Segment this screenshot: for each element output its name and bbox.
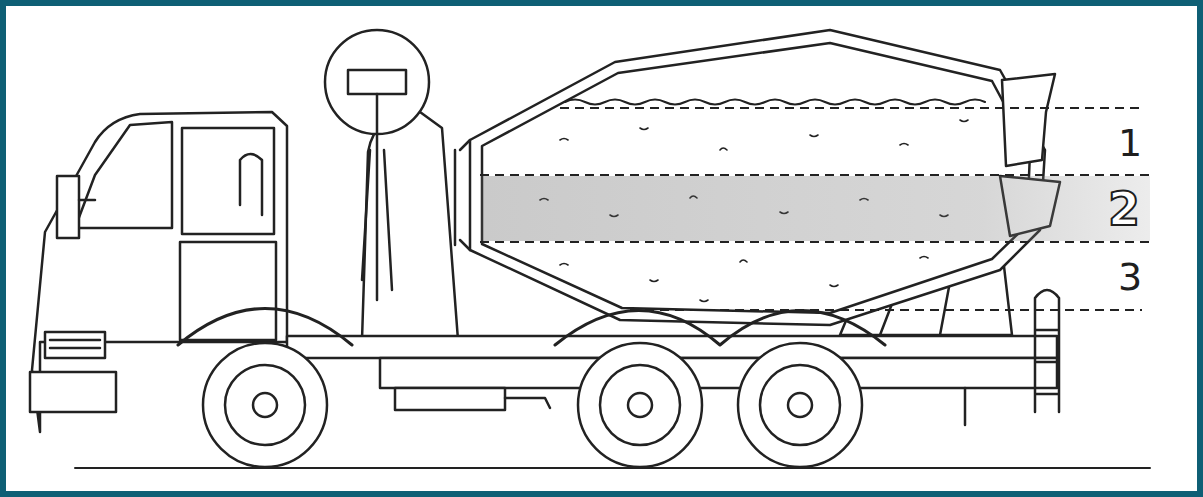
zone-band: 2 [481,176,1150,241]
callout-number: 3 [1118,258,1142,296]
callout-number: 1 [1118,124,1142,162]
zone-number: 2 [1108,186,1140,232]
